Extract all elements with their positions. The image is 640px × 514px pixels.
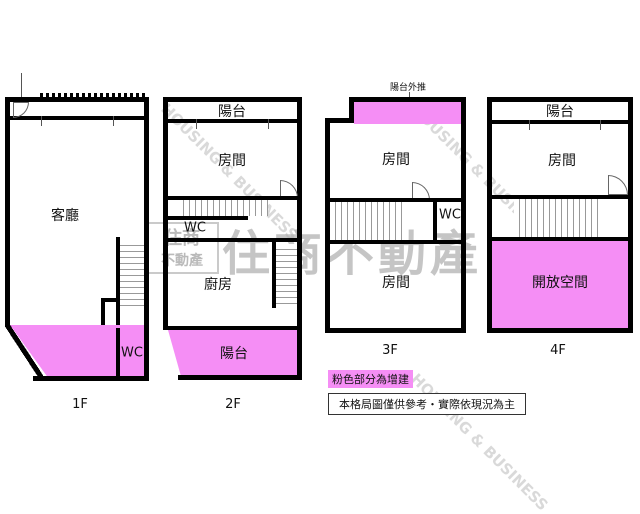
- stairs-2f-lower: [276, 244, 297, 306]
- floor-label-3f: 3F: [382, 343, 398, 358]
- room-label-wc-2f: WC: [184, 220, 206, 236]
- room-label-open-space: 開放空間: [532, 275, 588, 291]
- watermark-logo-top: 住商: [147, 224, 217, 250]
- room-label-bedroom-4f: 房間: [548, 153, 576, 169]
- room-label-kitchen: 廚房: [204, 277, 232, 293]
- room-label-balcony-2f-rear: 陽台: [220, 346, 248, 362]
- room-label-living-room: 客廳: [51, 208, 79, 224]
- addition-zone-2f: [168, 330, 297, 376]
- floor-label-4f: 4F: [550, 343, 566, 358]
- room-label-balcony-2f-front: 陽台: [218, 104, 246, 120]
- entry-arrow-icon: [21, 73, 22, 103]
- floor-label-1f: 1F: [72, 397, 88, 412]
- room-label-balcony-4f: 陽台: [546, 104, 574, 120]
- stairs-2f-upper: [178, 200, 268, 216]
- door-icon: [608, 175, 628, 195]
- room-label-bedroom-3f-front: 房間: [382, 152, 410, 168]
- watermark-logo-bottom: 不動產: [161, 253, 203, 269]
- room-label-bedroom-3f-rear: 房間: [382, 275, 410, 291]
- annotation-balcony-extension: 陽台外推: [390, 83, 427, 93]
- watermark-english-3: HOUSING & BUSINESS: [407, 370, 552, 514]
- addition-zone-3f: [354, 102, 462, 124]
- stairs-4f: [514, 199, 598, 237]
- room-label-wc-1f: WC: [121, 345, 143, 361]
- watermark-logo: 住商 不動產: [145, 222, 219, 274]
- awning-1f: [40, 93, 148, 99]
- stairs-3f: [330, 202, 405, 240]
- floor-label-2f: 2F: [225, 397, 241, 412]
- room-label-wc-3f: WC: [439, 207, 461, 223]
- stairs-1f: [120, 240, 144, 310]
- room-label-bedroom-2f: 房間: [218, 153, 246, 169]
- disclaimer-note: 本格局圖僅供參考・實際依現況為主: [328, 393, 526, 415]
- addition-zone-4f: [492, 241, 628, 328]
- legend-addition-note: 粉色部分為增建: [328, 370, 413, 388]
